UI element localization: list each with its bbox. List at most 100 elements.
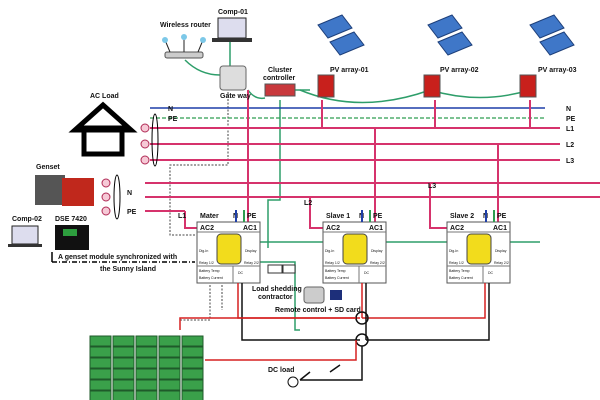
pv-array-01-label: PV array-01: [330, 67, 369, 74]
house-icon: [68, 101, 138, 157]
battery-cell: [89, 390, 112, 400]
bus-labels: N PE L1 L2 L3 N PE N PE L1 L2 L3: [127, 106, 576, 220]
relay2-label: Relay 2/2: [370, 261, 385, 265]
battery-cell: [89, 379, 112, 391]
battery-cell: [181, 357, 204, 369]
battery-temp-label: Battery Temp: [325, 269, 346, 273]
dig-in-label: Dig-In: [199, 249, 208, 253]
battery-cell: [181, 379, 204, 391]
wireless-router-icon: [162, 34, 206, 59]
battery-cell: [135, 379, 158, 391]
battery-cell: [135, 346, 158, 358]
load-n-label: N: [168, 106, 173, 113]
slave1-phase-label: L2: [304, 200, 312, 207]
relay1-label: Relay 1/2: [325, 261, 340, 265]
battery-cell: [112, 335, 135, 347]
ac1-label: AC1: [369, 225, 383, 232]
pv-array-03-label: PV array-03: [538, 67, 577, 74]
pv-array-02-label: PV array-02: [440, 67, 479, 74]
master-phase-label: L1: [178, 213, 186, 220]
pe-label: PE: [497, 213, 507, 220]
ac1-label: AC1: [243, 225, 257, 232]
battery-cell: [135, 390, 158, 400]
pv-arrays: PV array-01 PV array-02 PV array-03: [317, 14, 577, 98]
relay2-label: Relay 2/2: [494, 261, 509, 265]
load-shedding-contactor-icon: [267, 264, 296, 274]
battery-cell: [158, 335, 181, 347]
battery-cell: [112, 346, 135, 358]
ac-bus: [145, 90, 600, 229]
cluster-label-2: controller: [263, 75, 296, 82]
gateway-label: Gate way: [220, 93, 251, 100]
battery-current-label: Battery Current: [199, 276, 223, 280]
ac2-label: AC2: [326, 225, 340, 232]
cluster-label-1: Cluster: [268, 67, 292, 74]
router-label: Wireless router: [160, 22, 211, 29]
battery-cell: [158, 368, 181, 380]
comp01-label: Comp-01: [218, 9, 248, 16]
cluster-controller-icon: [264, 83, 296, 97]
dc-label: DC: [364, 271, 370, 275]
slave2-phase-label: L3: [428, 183, 436, 190]
relay2-label: Relay 2/2: [244, 261, 259, 265]
battery-cell: [112, 379, 135, 391]
display-label: Display: [245, 249, 257, 253]
dig-in-label: Dig-In: [325, 249, 334, 253]
bus-label-pe: PE: [566, 116, 576, 123]
battery-cell: [89, 357, 112, 369]
battery-cell: [112, 368, 135, 380]
ac-load-label: AC Load: [90, 93, 119, 100]
sync-note-2: the Sunny Island: [100, 266, 156, 273]
battery-cell: [181, 390, 204, 400]
battery-cell: [181, 368, 204, 380]
laptop-icon: [8, 225, 42, 247]
display-label: Display: [371, 249, 383, 253]
sunny-island-icon: [342, 233, 368, 265]
battery-temp-label: Battery Temp: [199, 269, 220, 273]
sunny-island-icon: [466, 233, 492, 265]
pv-array-01: PV array-01: [317, 14, 369, 98]
battery-cell: [181, 346, 204, 358]
sd-card-icon: [330, 290, 342, 300]
pe-label: PE: [247, 213, 257, 220]
dc-wiring: [179, 283, 490, 381]
battery-cell: [158, 379, 181, 391]
battery-cell: [158, 390, 181, 400]
display-label: Display: [495, 249, 507, 253]
battery-cell: [112, 357, 135, 369]
genset-icon: [35, 175, 94, 206]
dig-in-label: Dig-In: [449, 249, 458, 253]
bus-label-n: N: [566, 106, 571, 113]
bus-label-l2: L2: [566, 142, 574, 149]
battery-current-label: Battery Current: [325, 276, 349, 280]
inverter-name: Slave 1: [326, 213, 350, 220]
bus-label-l1: L1: [566, 126, 574, 133]
sync-note-1: A genset module synchronized with: [58, 254, 177, 261]
comp02-label: Comp-02: [12, 216, 42, 223]
remote-control-icon: [303, 286, 325, 304]
relay1-label: Relay 1/2: [449, 261, 464, 265]
inverter-name: Mater: [200, 213, 219, 220]
load-shedding-label-1: Load shedding: [252, 286, 302, 293]
gateway-icon: [219, 65, 247, 91]
dc-load-label: DC load: [268, 367, 294, 374]
battery-cell: [89, 346, 112, 358]
load-shedding-label-2: contractor: [258, 294, 293, 301]
pv-array-02: PV array-02: [423, 14, 479, 98]
dc-label: DC: [238, 271, 244, 275]
inverter-name: Slave 2: [450, 213, 474, 220]
sunny-island-icon: [216, 233, 242, 265]
relay1-label: Relay 1/2: [199, 261, 214, 265]
battery-cell: [135, 368, 158, 380]
battery-temp-label: Battery Temp: [449, 269, 470, 273]
dotted-control-lines: [169, 92, 229, 321]
dse-label: DSE 7420: [55, 216, 87, 223]
battery-current-label: Battery Current: [449, 276, 473, 280]
remote-label: Remote control + SD card: [275, 307, 361, 314]
pe-label: PE: [373, 213, 383, 220]
